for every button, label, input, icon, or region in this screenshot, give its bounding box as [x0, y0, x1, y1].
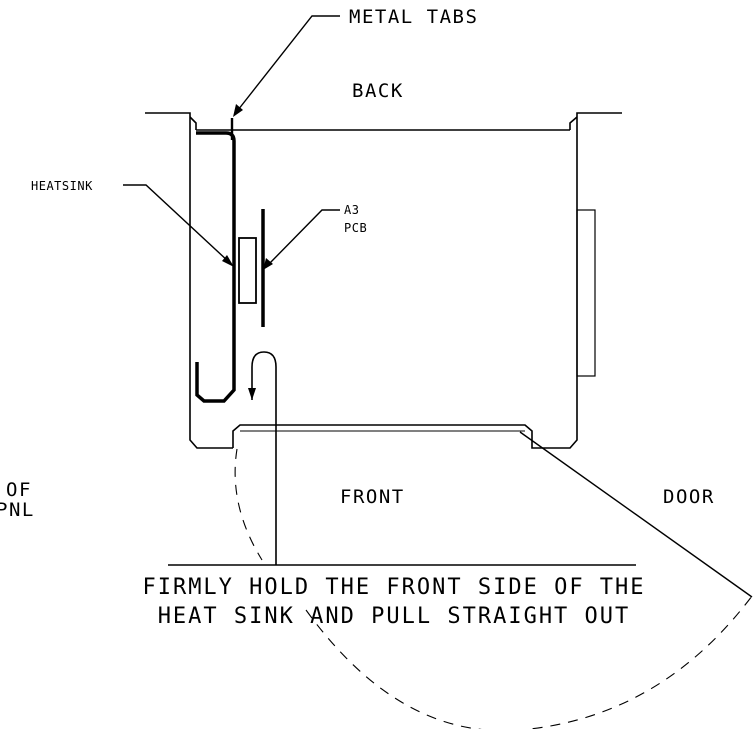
metal-tabs-leader — [237, 15, 340, 111]
front-lip — [232, 424, 535, 449]
enclosure-right-flange — [535, 112, 622, 449]
a3-label: A3 — [344, 203, 359, 217]
instruction-line-1: FIRMLY HOLD THE FRONT SIDE OF THE — [142, 575, 645, 600]
pcb-label: PCB — [344, 221, 367, 235]
left-swing-arc — [234, 448, 263, 561]
door-hinge-panel — [576, 209, 596, 377]
heatsink-component — [238, 237, 257, 304]
metal-tabs-arrow — [233, 104, 243, 117]
a3-pcb-leader — [267, 209, 340, 266]
enclosure-back-right-corner — [569, 116, 578, 130]
left-of-label: OF — [6, 479, 32, 501]
door-label: DOOR — [663, 486, 715, 508]
enclosure-left-flange — [145, 112, 233, 449]
heatsink-profile — [195, 131, 236, 403]
pull-hook — [251, 351, 277, 565]
heatsink-leader — [123, 184, 230, 263]
heatsink-label: HEATSINK — [31, 179, 93, 193]
instruction-line-2: HEAT SINK AND PULL STRAIGHT OUT — [158, 604, 631, 629]
a3-pcb-arrow — [263, 258, 273, 270]
enclosure-back-left-corner — [189, 116, 197, 130]
front-label: FRONT — [340, 486, 405, 508]
enclosure — [145, 112, 622, 449]
pull-arrow-head — [248, 388, 256, 400]
heatsink-arrow — [222, 255, 234, 267]
metal-tabs-label: METAL TABS — [349, 6, 478, 28]
left-pnl-label: PNL — [0, 499, 35, 521]
back-label: BACK — [352, 80, 404, 102]
door-swing-line — [519, 431, 753, 598]
